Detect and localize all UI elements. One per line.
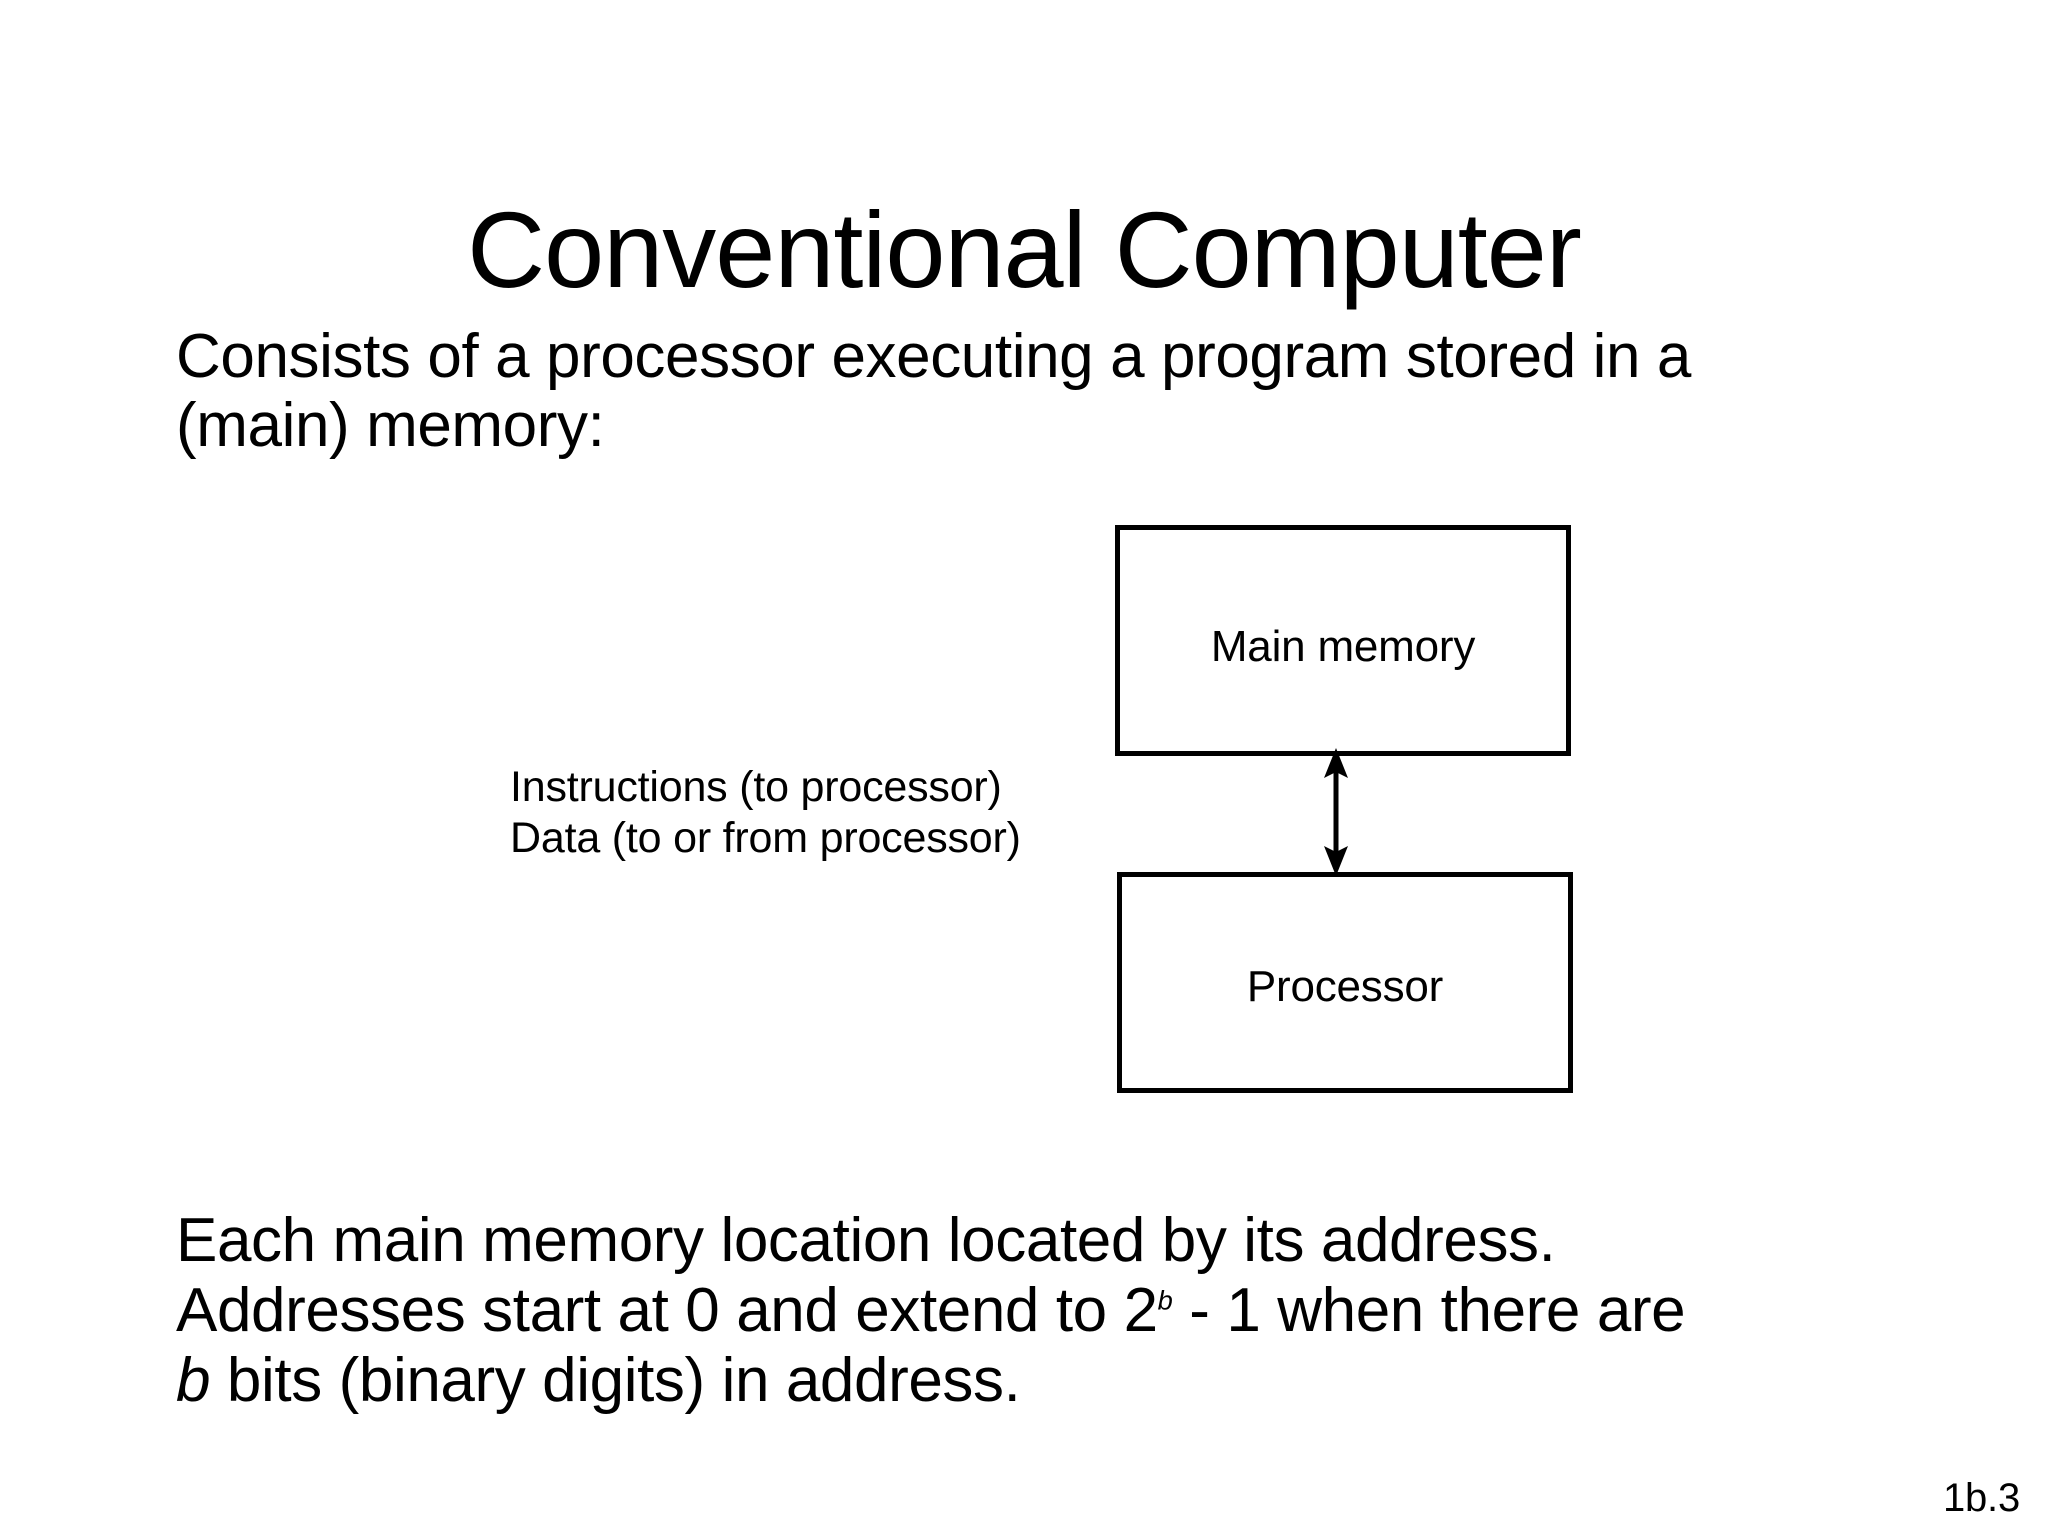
address-note-bits-variable: b xyxy=(176,1346,211,1416)
processor-label: Processor xyxy=(1246,962,1444,1011)
address-note-line-1: Each main memory location located by its… xyxy=(176,1206,1556,1275)
diagram-caption-block: Instructions (to processor) Data (to or … xyxy=(510,762,1021,863)
caption-instructions: Instructions (to processor) xyxy=(510,763,1002,811)
double-headed-arrow-svg xyxy=(1324,748,1348,876)
address-note-line-2-part-2: - 1 when there are xyxy=(1172,1276,1686,1346)
address-note-line-3: b bits (binary digits) in address. xyxy=(176,1346,1976,1416)
intro-line-2: (main) memory: xyxy=(176,391,605,461)
diagram-box-processor[interactable]: Processor xyxy=(1117,872,1573,1093)
main-memory-label: Main memory xyxy=(1210,622,1476,671)
address-note-line-2: Addresses start at 0 and extend to 2b - … xyxy=(176,1276,1976,1346)
intro-paragraph: Consists of a processor executing a prog… xyxy=(176,322,1936,461)
address-note-line-2-part-1: Addresses start at 0 and extend to 2 xyxy=(176,1276,1158,1346)
page-number: 1b.3 xyxy=(1942,1476,2020,1520)
diagram-box-main-memory[interactable]: Main memory xyxy=(1115,525,1571,756)
address-note-paragraph: Each main memory location located by its… xyxy=(176,1206,1976,1416)
address-note-line-3-rest: bits (binary digits) in address. xyxy=(210,1346,1021,1416)
address-note-exponent: b xyxy=(1157,1284,1173,1316)
page-title: Conventional Computer xyxy=(467,189,1582,311)
intro-line-1: Consists of a processor executing a prog… xyxy=(176,322,1691,391)
caption-data: Data (to or from processor) xyxy=(510,813,1021,862)
double-headed-arrow-icon xyxy=(1296,748,1376,876)
